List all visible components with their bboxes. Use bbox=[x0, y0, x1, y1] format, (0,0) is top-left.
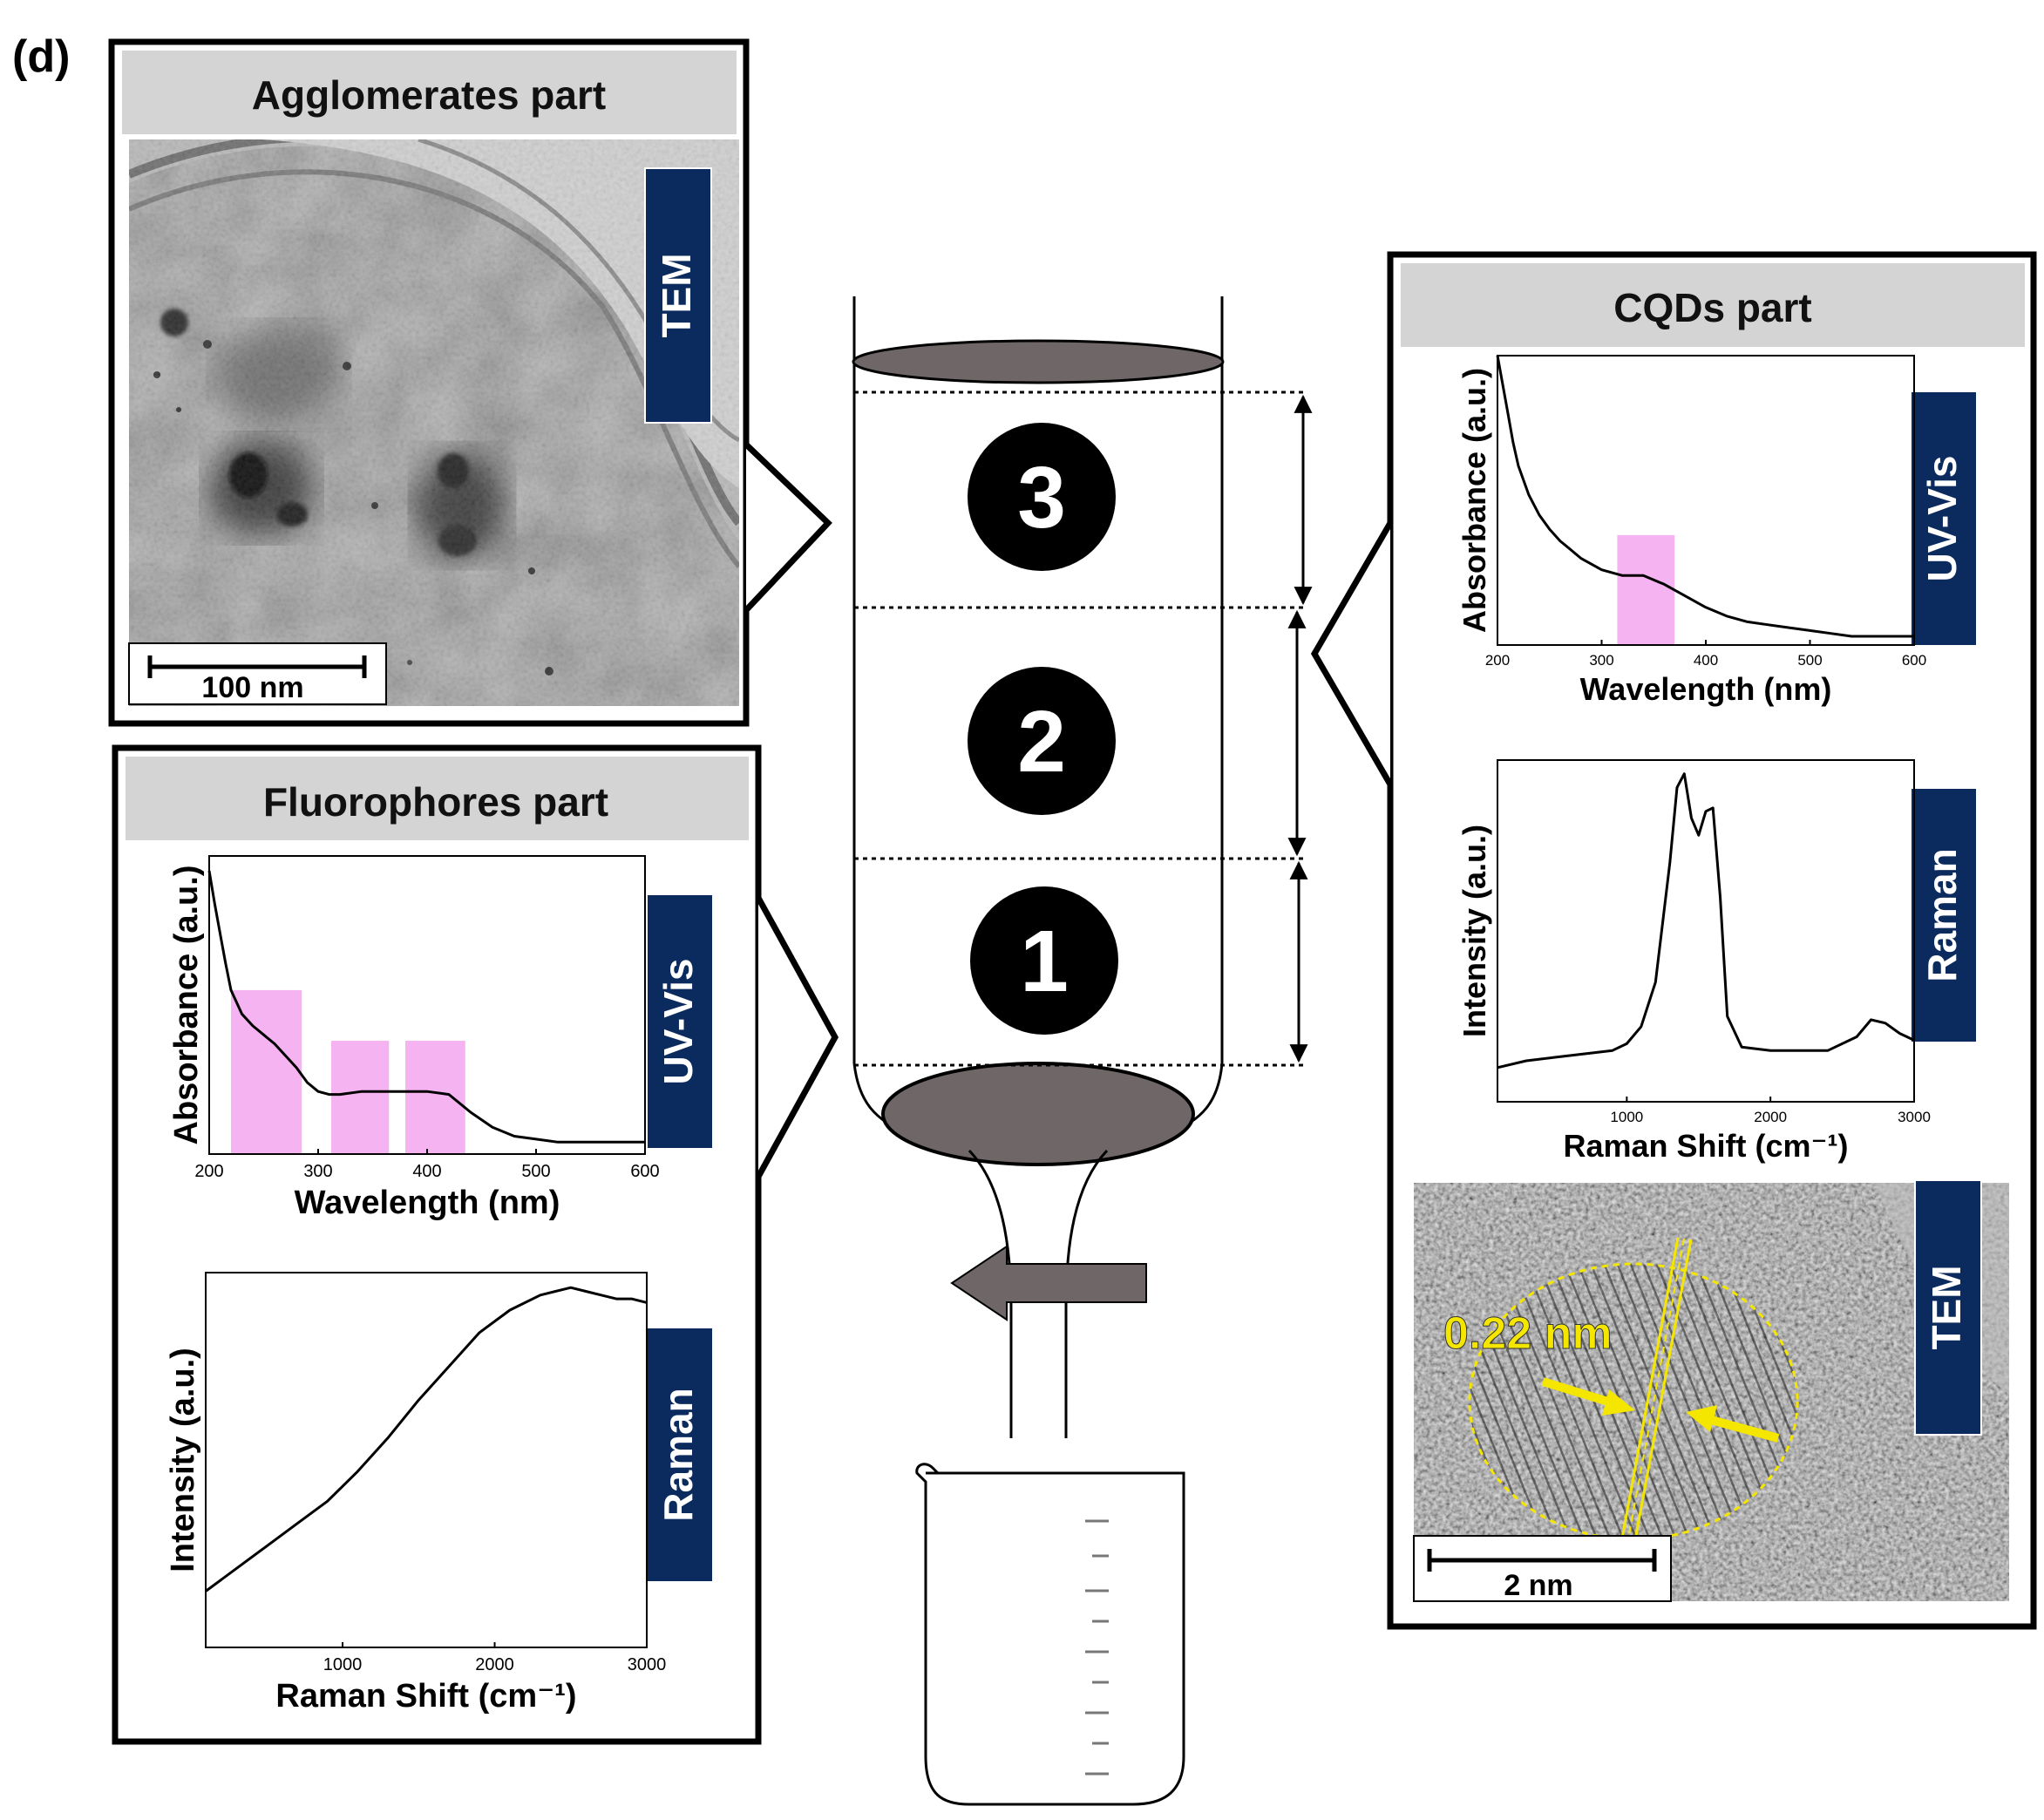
cqds-title: CQDs part bbox=[1613, 285, 1811, 330]
fluorophores-title: Fluorophores part bbox=[263, 779, 608, 825]
agglomerates-title: Agglomerates part bbox=[252, 72, 606, 118]
cqds-tem-image: 0.22 nm TEM 2 nm bbox=[1413, 1179, 2009, 1602]
cqds-uv-y-axis-label: Absorbance (a.u.) bbox=[1457, 368, 1492, 633]
cqds-raman-x-tick-label: 2000 bbox=[1754, 1109, 1787, 1125]
fluorophores-uv-series-line bbox=[207, 870, 645, 1144]
fluorophores-uv-y-axis-label: Absorbance (a.u.) bbox=[168, 866, 205, 1145]
lattice-spacing-marker bbox=[1620, 1237, 1693, 1545]
column-bottom-frit bbox=[881, 1062, 1195, 1166]
fluorophores-uv-highlight-band bbox=[231, 989, 302, 1154]
collection-beaker bbox=[915, 1463, 1185, 1806]
agglomerates-tem-tag: TEM bbox=[654, 253, 699, 337]
fluorophores-raman-y-axis-label: Intensity (a.u.) bbox=[165, 1348, 201, 1572]
zone-2-label: 2 bbox=[1017, 693, 1066, 791]
cqds-scale-label: 2 nm bbox=[1504, 1569, 1572, 1602]
separation-column: 3 2 1 bbox=[852, 296, 1313, 1438]
agglomerates-callout bbox=[744, 442, 832, 613]
cqds-uv-x-tick-label: 600 bbox=[1902, 652, 1926, 669]
cqds-uv-x-tick-label: 400 bbox=[1694, 652, 1718, 669]
cqds-uv-highlight-band bbox=[1617, 534, 1675, 645]
fluorophores-uv-x-tick-label: 500 bbox=[521, 1162, 550, 1181]
cqds-uv-x-tick-label: 500 bbox=[1797, 652, 1822, 669]
fluorophores-raman-x-axis-label: Raman Shift (cm⁻¹) bbox=[275, 1678, 576, 1715]
cqds-raman-y-axis-label: Intensity (a.u.) bbox=[1457, 825, 1492, 1037]
particle-outline bbox=[1468, 1262, 1799, 1541]
fluorophores-raman-x-tick-label: 1000 bbox=[323, 1655, 363, 1674]
fluorophores-uv-x-axis-label: Wavelength (nm) bbox=[295, 1185, 560, 1221]
fluorophores-uv-tag: UV-Vis bbox=[655, 959, 701, 1085]
fluorophores-uv-x-tick-label: 400 bbox=[412, 1162, 441, 1181]
zone-1-label: 1 bbox=[1020, 913, 1069, 1010]
zone-3-label: 3 bbox=[1017, 449, 1066, 547]
lattice-arrow-left bbox=[1541, 1377, 1635, 1416]
cqds-uv-series-line bbox=[1496, 355, 1914, 638]
zone-2-marker bbox=[968, 667, 1116, 815]
agglomerates-tem-image bbox=[129, 139, 739, 706]
fluorophores-raman-x-tick-label: 2000 bbox=[475, 1655, 514, 1674]
cqds-header bbox=[1401, 263, 2025, 347]
fluorophores-raman-plot-frame bbox=[205, 1272, 648, 1648]
cqds-uv-x-axis-label: Wavelength (nm) bbox=[1580, 671, 1832, 707]
zone-1-marker bbox=[970, 886, 1118, 1035]
cqds-uv-tag: UV-Vis bbox=[1919, 456, 1965, 582]
flow-arrow bbox=[950, 1245, 1147, 1321]
fluorophores-raman-tag: Raman bbox=[655, 1388, 701, 1521]
fluorophores-uv-highlight-band bbox=[405, 1041, 465, 1154]
fluorophores-raman-series-line bbox=[205, 1286, 648, 1592]
cqds-uv-x-tick-label: 300 bbox=[1589, 652, 1613, 669]
column-top-frit bbox=[852, 339, 1225, 384]
fluorophores-uv-highlight-band bbox=[331, 1041, 390, 1154]
cqds-raman-series-line bbox=[1497, 772, 1915, 1070]
agglomerates-header bbox=[122, 51, 737, 134]
fluorophores-uv-x-tick-label: 200 bbox=[194, 1162, 223, 1181]
agglomerates-panel: Agglomerates part bbox=[108, 38, 750, 727]
fluorophores-uv-x-tick-label: 300 bbox=[303, 1162, 332, 1181]
cqds-raman-x-tick-label: 3000 bbox=[1898, 1109, 1931, 1125]
fluorophores-header bbox=[126, 757, 749, 840]
cqds-raman-x-tick-label: 1000 bbox=[1610, 1109, 1643, 1125]
fluorophores-callout bbox=[755, 896, 839, 1178]
lattice-arrow-right bbox=[1686, 1405, 1780, 1443]
cqds-raman-plot-frame bbox=[1497, 759, 1915, 1103]
lattice-spacing-label: 0.22 nm bbox=[1443, 1308, 1613, 1359]
fluorophores-uv-x-tick-label: 600 bbox=[630, 1162, 659, 1181]
cqds-raman-tag: Raman bbox=[1919, 848, 1965, 981]
cqds-uv-x-tick-label: 200 bbox=[1485, 652, 1510, 669]
zone-3-marker bbox=[968, 423, 1116, 571]
panel-label: (d) bbox=[12, 31, 70, 82]
cqds-raman-x-axis-label: Raman Shift (cm⁻¹) bbox=[1563, 1128, 1848, 1164]
agglomerates-scale-label: 100 nm bbox=[201, 671, 303, 704]
cqds-tem-tag: TEM bbox=[1924, 1265, 1969, 1349]
cqds-callout bbox=[1310, 521, 1394, 786]
fluorophores-raman-x-tick-label: 3000 bbox=[628, 1655, 667, 1674]
